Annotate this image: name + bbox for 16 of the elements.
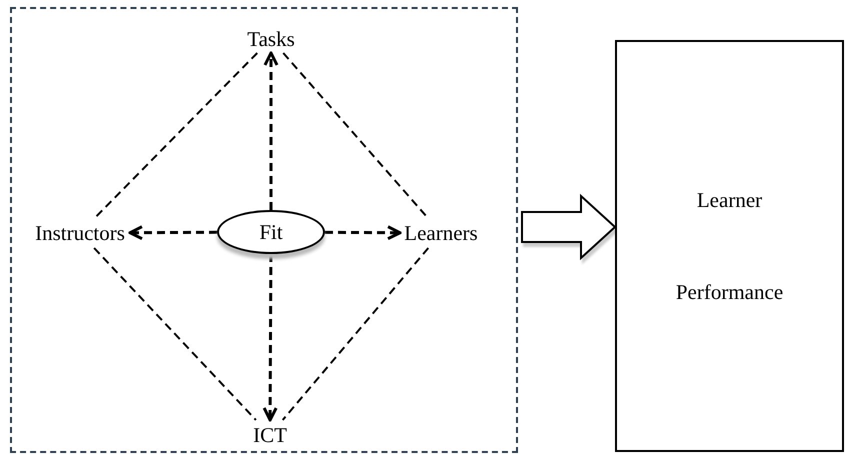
concept-label: Learners: [400, 218, 482, 248]
dashed-line: [93, 247, 257, 421]
dashed-arrow: [262, 254, 278, 422]
block-arrow: [521, 194, 616, 260]
dashed-group-frame: [10, 7, 518, 453]
concept-label: Instructors: [30, 218, 130, 248]
outcome-box: Learner Performance: [615, 40, 844, 452]
dashed-arrow: [128, 225, 217, 240]
concept-label: ICT: [252, 420, 288, 450]
dashed-line: [94, 52, 258, 219]
dashed-line: [282, 52, 429, 219]
fit-ellipse: Fit: [217, 210, 325, 254]
dashed-arrow: [325, 225, 402, 240]
dashed-line: [282, 247, 430, 421]
concept-label: Tasks: [247, 25, 295, 53]
dashed-arrow: [264, 52, 278, 210]
